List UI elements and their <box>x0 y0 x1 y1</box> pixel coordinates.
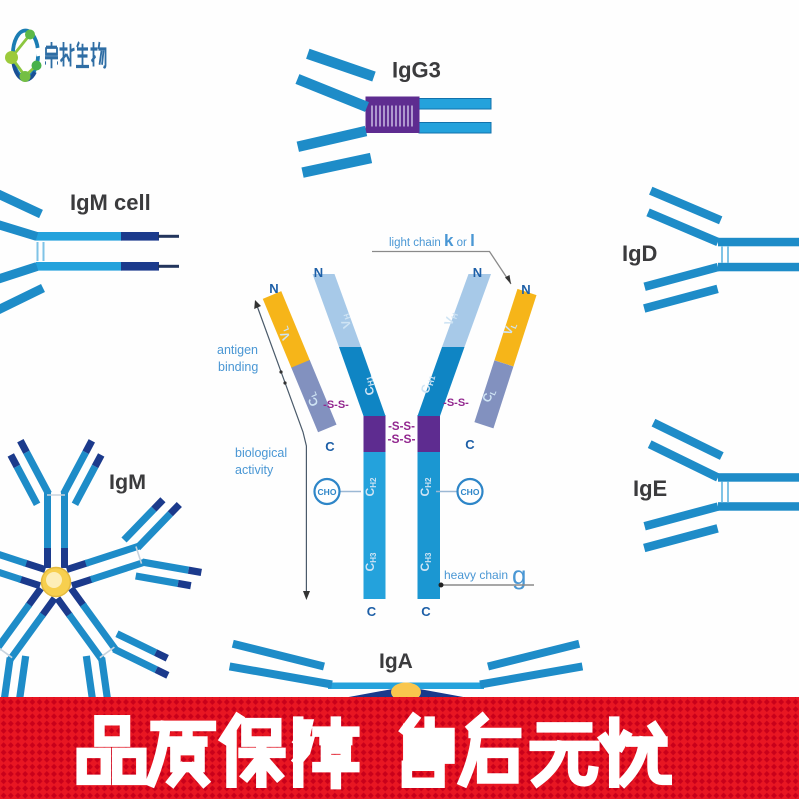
svg-text:C: C <box>465 437 475 452</box>
svg-text:CHO: CHO <box>318 487 337 497</box>
svg-text:binding: binding <box>218 360 258 374</box>
svg-text:-S-S-: -S-S- <box>443 397 469 409</box>
svg-text:IgD: IgD <box>622 241 657 266</box>
svg-text:N: N <box>314 265 323 280</box>
svg-text:C: C <box>325 439 335 454</box>
svg-text:g: g <box>512 560 526 590</box>
svg-text:N: N <box>473 265 482 280</box>
svg-text:N: N <box>269 281 278 296</box>
svg-text:IgM cell: IgM cell <box>70 190 151 215</box>
svg-text:antigen: antigen <box>217 343 258 357</box>
svg-text:IgG3: IgG3 <box>392 58 441 83</box>
svg-text:IgE: IgE <box>633 476 667 501</box>
svg-text:-S-S-: -S-S- <box>388 421 415 433</box>
svg-text:-S-S-: -S-S- <box>323 399 349 411</box>
svg-text:CHO: CHO <box>461 487 480 497</box>
svg-text:biological: biological <box>235 446 287 460</box>
svg-text:C: C <box>367 604 377 619</box>
svg-text:-S-S-: -S-S- <box>388 432 416 446</box>
svg-text:IgA: IgA <box>379 650 413 673</box>
svg-text:C: C <box>421 604 431 619</box>
svg-text:activity: activity <box>235 463 274 477</box>
svg-text:IgM: IgM <box>109 470 146 494</box>
svg-text:N: N <box>521 282 530 297</box>
svg-text:heavy chain: heavy chain <box>444 568 508 582</box>
